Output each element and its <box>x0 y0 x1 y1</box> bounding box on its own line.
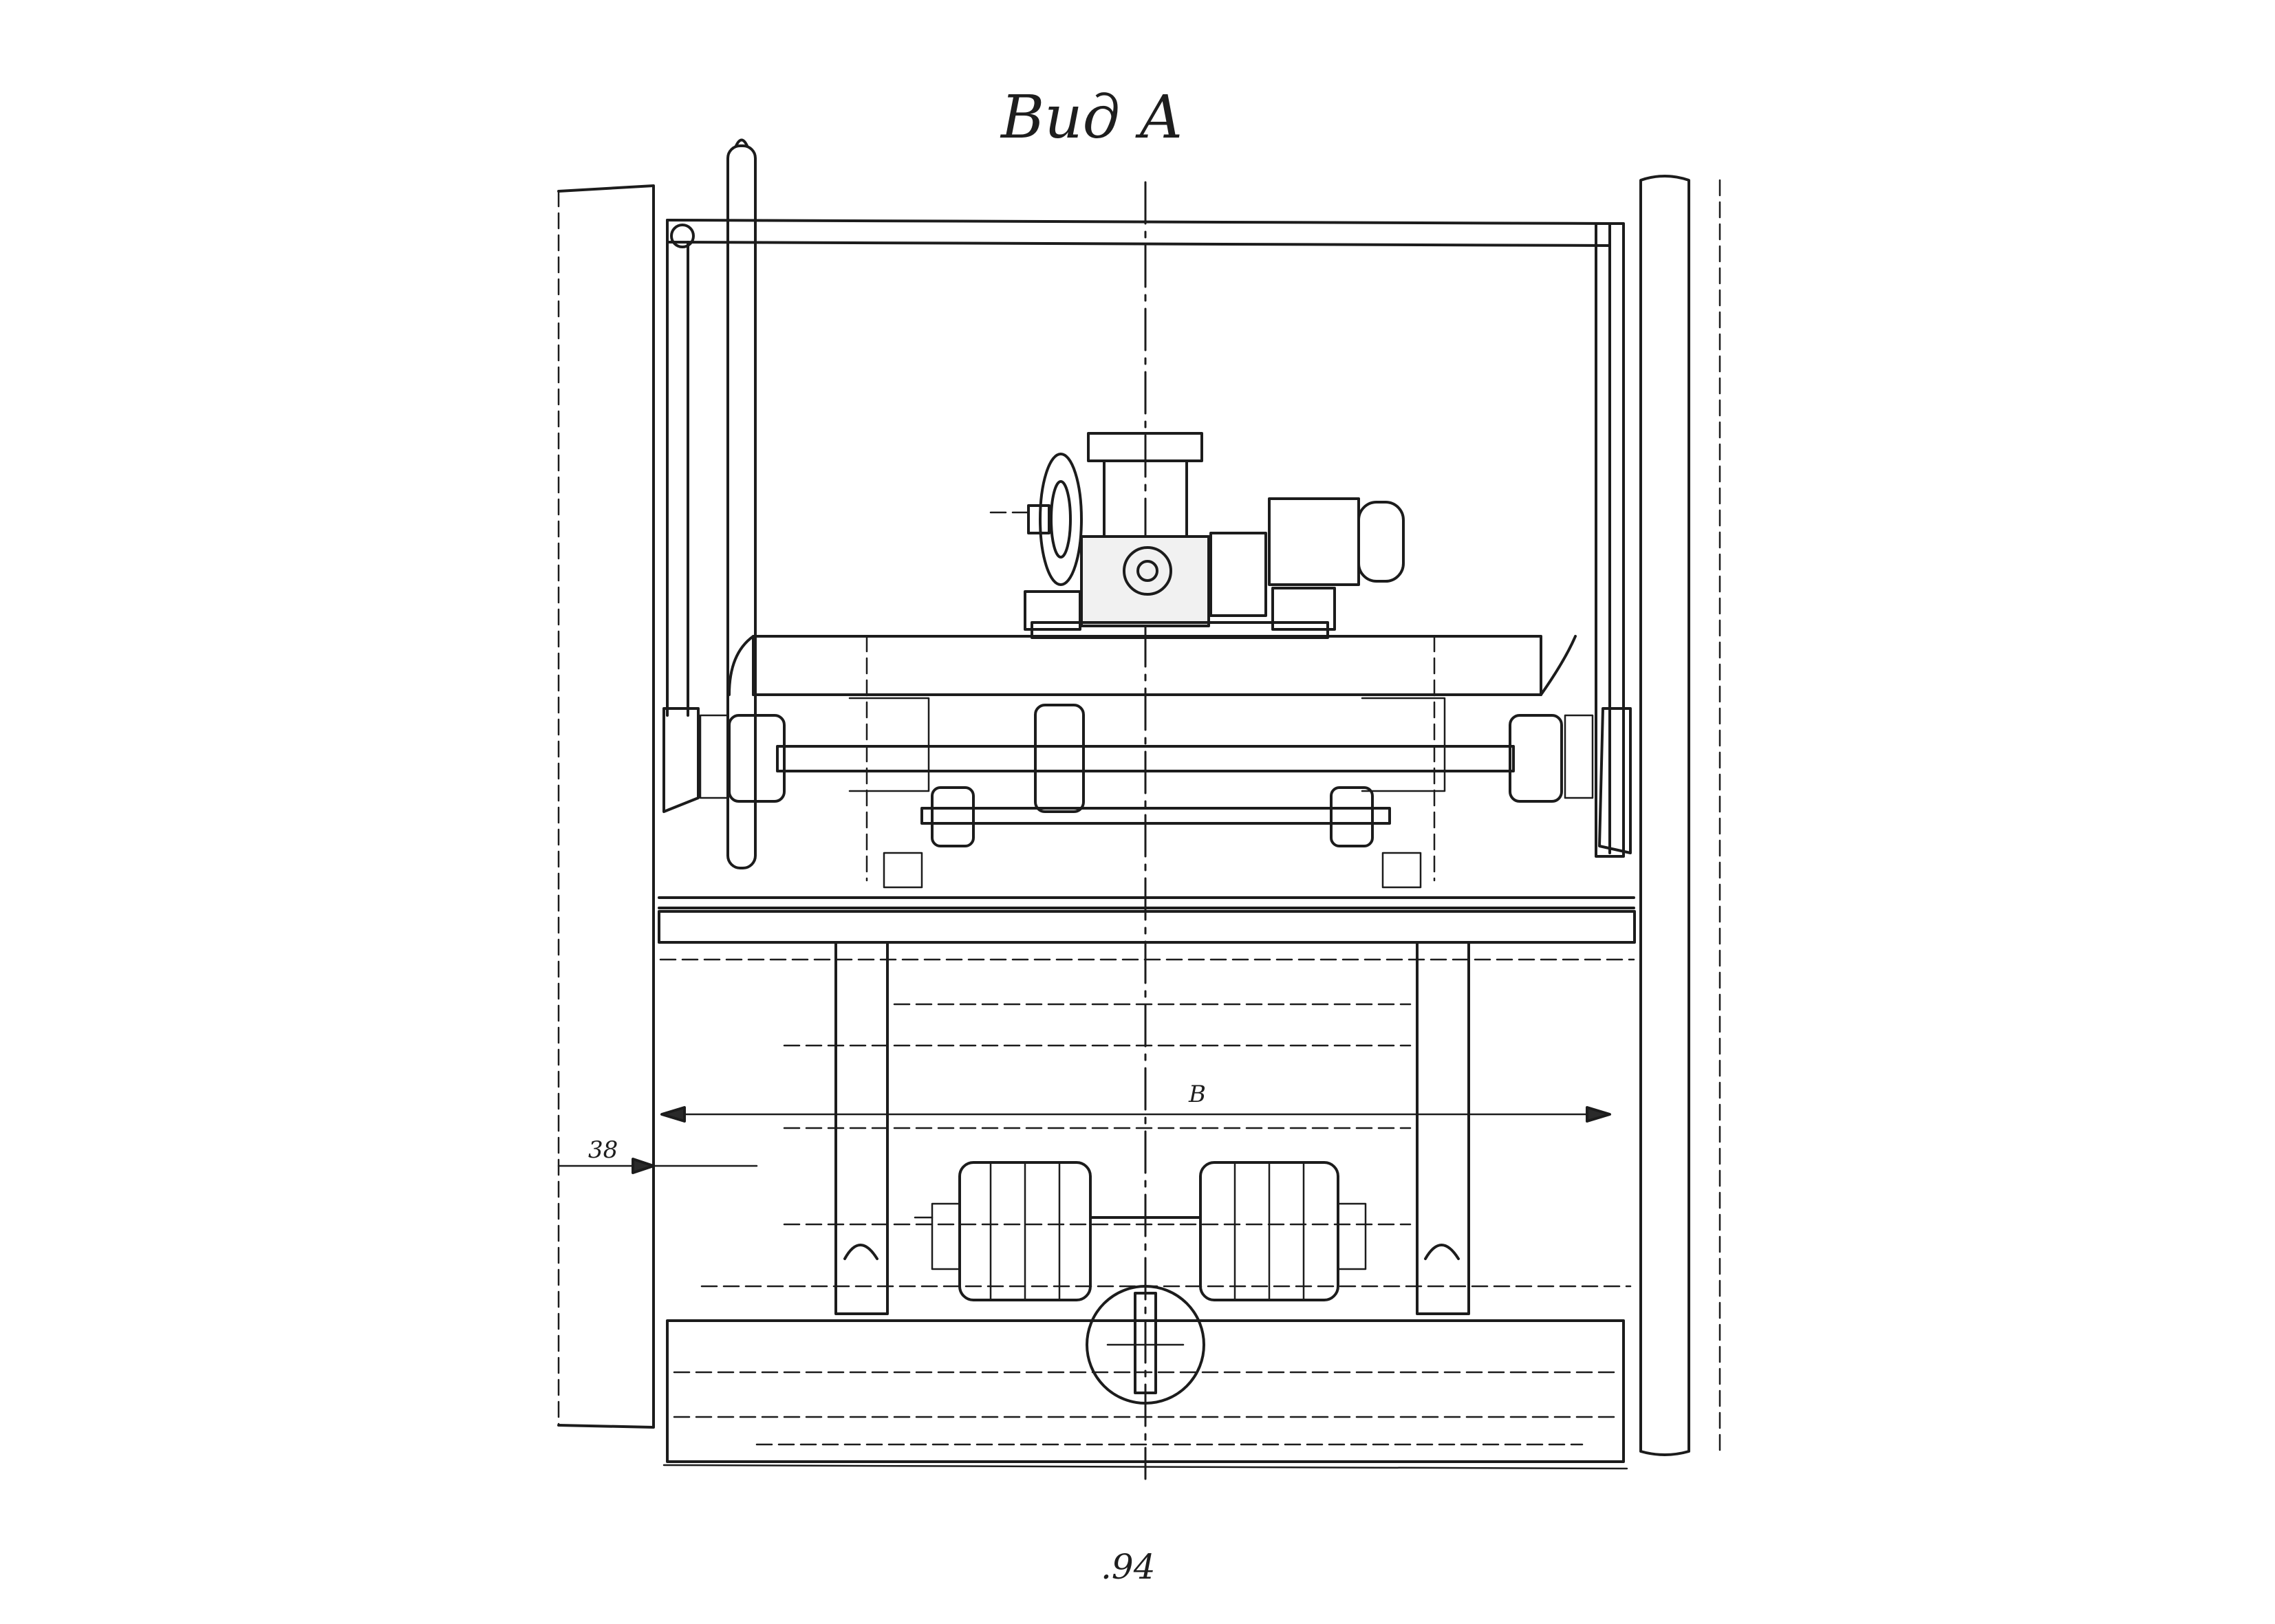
page-number: .94 <box>1101 1547 1156 1587</box>
left-outer-column <box>557 184 655 1429</box>
main-shaft <box>662 697 1632 854</box>
lower-hatching <box>700 1003 1632 1288</box>
drive-unit <box>989 432 1405 639</box>
dimension-b: В <box>660 1081 1611 1123</box>
dimension-38-label: 38 <box>588 1136 618 1164</box>
bottom-hub <box>1086 1285 1205 1405</box>
drawing-title: Вид А <box>1000 83 1184 152</box>
base-block <box>666 1319 1625 1463</box>
dimension-b-label: В <box>1188 1081 1206 1108</box>
bottom-outline <box>662 1464 1628 1470</box>
carriage-deck <box>728 635 1577 882</box>
left-guide-rod <box>670 138 757 869</box>
dimension-38: 38 <box>557 1136 758 1174</box>
platform-beam <box>658 896 1636 961</box>
right-outer-column <box>1639 175 1721 1456</box>
secondary-shaft <box>883 786 1422 889</box>
left-roller-drum <box>914 1161 1092 1301</box>
right-roller-drum <box>1199 1161 1367 1301</box>
top-frame <box>666 219 1611 854</box>
